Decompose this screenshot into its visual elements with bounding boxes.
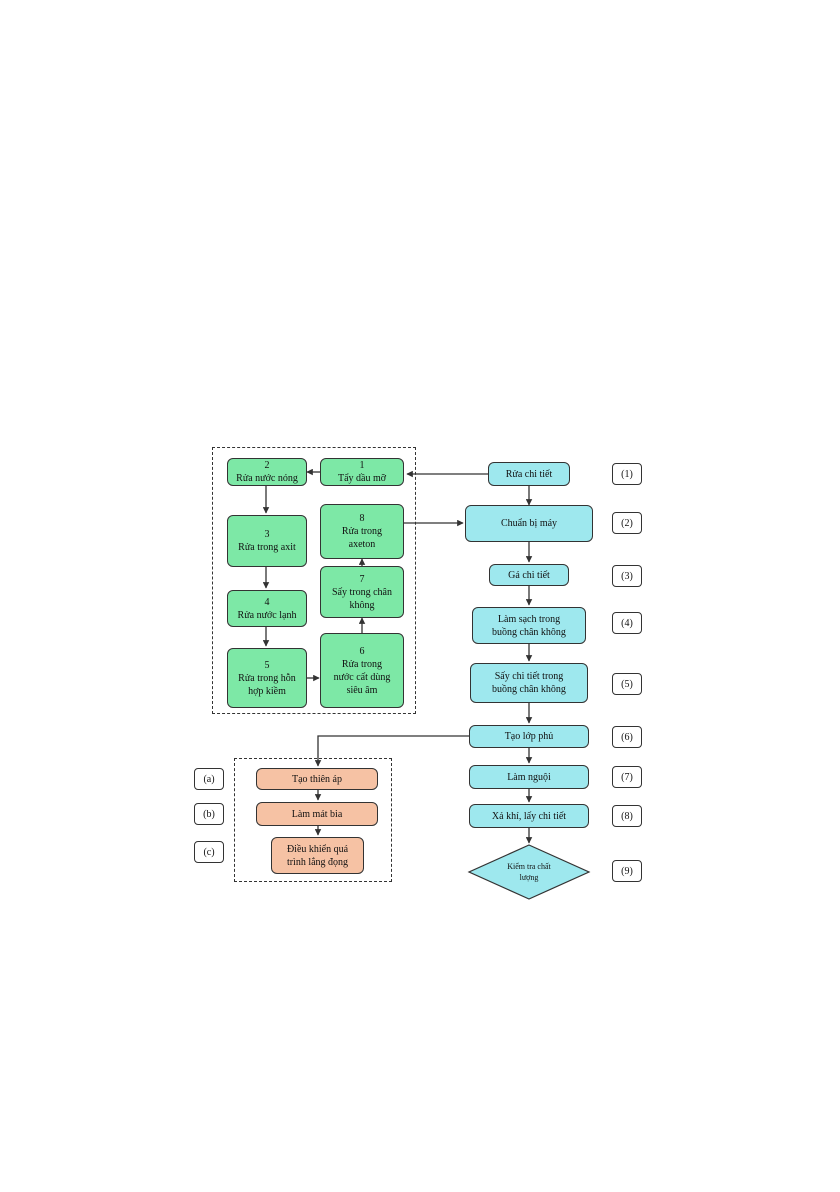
quality-check-diamond xyxy=(467,844,591,900)
tag-a: (a) xyxy=(194,768,224,790)
tag-8: (8) xyxy=(612,805,642,827)
tag-5: (5) xyxy=(612,673,642,695)
step-1-degreasing: 1 Tẩy dầu mỡ xyxy=(320,458,404,486)
main-step-3-part-mounting: Gá chi tiết xyxy=(489,564,569,586)
step-2-hot-water-rinse: 2 Rửa nước nóng xyxy=(227,458,307,486)
sub-step-c-deposition-control: Điều khiển quá trình lắng đọng xyxy=(271,837,364,874)
step-3-acid-rinse: 3 Rửa trong axit xyxy=(227,515,307,567)
tag-3: (3) xyxy=(612,565,642,587)
main-step-7-cooling: Làm nguội xyxy=(469,765,589,789)
tag-7: (7) xyxy=(612,766,642,788)
main-step-6-coating: Tạo lớp phủ xyxy=(469,725,589,748)
step-8-acetone-rinse: 8 Rửa trong axeton xyxy=(320,504,404,559)
sub-step-b-target-cooling: Làm mát bia xyxy=(256,802,378,826)
main-step-8-venting: Xả khí, lấy chi tiết xyxy=(469,804,589,828)
main-step-9-quality-check-label: Kiểm tra chất lượng xyxy=(507,862,551,882)
tag-2: (2) xyxy=(612,512,642,534)
tag-4: (4) xyxy=(612,612,642,634)
sub-step-a-bias-voltage: Tạo thiên áp xyxy=(256,768,378,790)
cleaning-group-frame xyxy=(212,447,416,714)
tag-c: (c) xyxy=(194,841,224,863)
tag-6: (6) xyxy=(612,726,642,748)
tag-1: (1) xyxy=(612,463,642,485)
coating-group-frame xyxy=(234,758,392,882)
main-step-1-part-washing: Rửa chi tiết xyxy=(488,462,570,486)
step-7-vacuum-drying: 7 Sấy trong chân không xyxy=(320,566,404,618)
tag-b: (b) xyxy=(194,803,224,825)
main-step-5-vacuum-drying: Sấy chi tiết trong buồng chân không xyxy=(470,663,588,703)
main-step-4-vacuum-cleaning: Làm sạch trong buồng chân không xyxy=(472,607,586,644)
step-5-alkaline-rinse: 5 Rửa trong hỗn hợp kiềm xyxy=(227,648,307,708)
step-6-ultrasonic-rinse: 6 Rửa trong nước cất dùng siêu âm xyxy=(320,633,404,708)
tag-9: (9) xyxy=(612,860,642,882)
step-4-cold-water-rinse: 4 Rửa nước lạnh xyxy=(227,590,307,627)
main-step-2-machine-prep: Chuẩn bị máy xyxy=(465,505,593,542)
